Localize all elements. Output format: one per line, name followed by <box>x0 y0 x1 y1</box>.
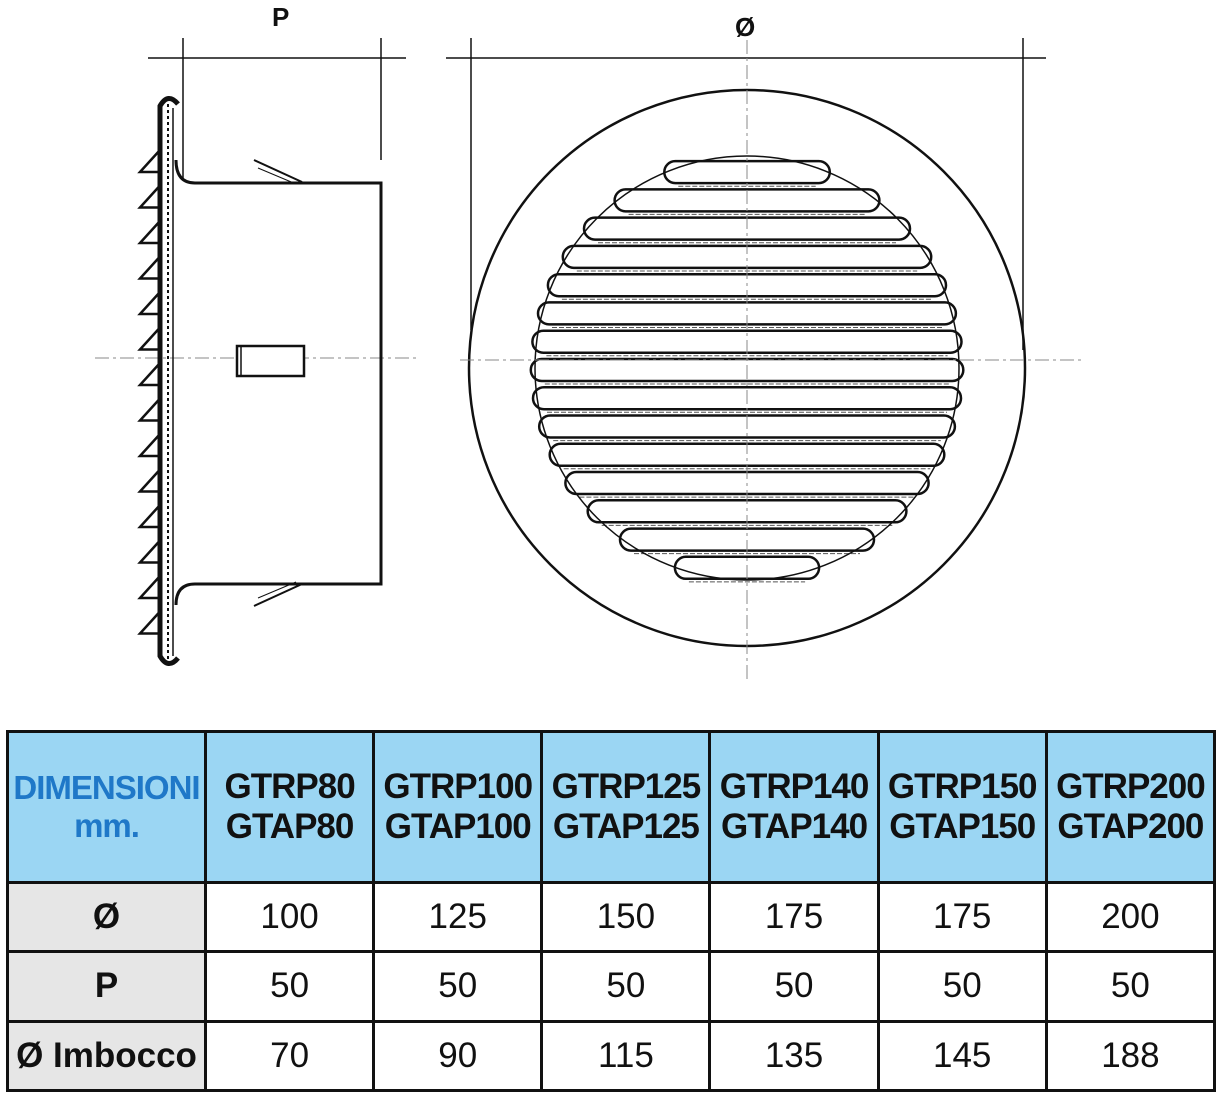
top-clip <box>253 159 303 183</box>
louver-tooth <box>137 575 161 600</box>
dimension-diameter-label: Ø <box>735 12 755 42</box>
model-code: GTRP140 <box>719 767 870 806</box>
table-cell: 135 <box>708 1019 880 1093</box>
technical-drawing: P Ø <box>95 2 1085 680</box>
model-code: GTAP150 <box>889 807 1036 846</box>
model-code: GTRP80 <box>224 767 356 806</box>
model-code: GTAP200 <box>1057 807 1204 846</box>
table-corner-cell: DIMENSIONI mm. <box>6 730 207 884</box>
louver-tooth <box>137 468 161 493</box>
table-row: Ø 100 125 150 175 175 200 <box>6 880 1217 954</box>
louver-tooth <box>137 326 161 351</box>
table-cell: 70 <box>203 1019 376 1093</box>
dimension-p-label: P <box>272 2 289 32</box>
model-code: GTAP80 <box>225 807 355 846</box>
table-cell: 125 <box>372 880 544 954</box>
louver-tooth <box>137 255 161 280</box>
table-cell: 150 <box>540 880 712 954</box>
dimensions-table: DIMENSIONI mm. GTRP80 GTAP80 GTRP100 GTA… <box>6 730 1217 1093</box>
louver-boundary <box>534 155 960 581</box>
model-code: GTRP125 <box>551 767 702 806</box>
table-cell: 188 <box>1044 1019 1217 1093</box>
bottom-clip-inner <box>257 581 297 599</box>
table-cell: 145 <box>876 1019 1048 1093</box>
louver-tooth <box>137 291 161 316</box>
flange-outline <box>157 96 180 666</box>
model-code: GTAP125 <box>552 807 700 846</box>
louver-tooth <box>137 433 161 458</box>
louver-tooth <box>137 610 161 635</box>
column-header: GTRP150 GTAP150 <box>876 730 1048 884</box>
table-cell: 50 <box>708 950 880 1023</box>
louver-tooth <box>137 362 161 387</box>
model-code: GTRP100 <box>383 767 533 806</box>
louver-teeth <box>137 149 161 635</box>
corner-label-line2: mm. <box>74 807 140 844</box>
column-header: GTRP140 GTAP140 <box>708 730 880 884</box>
table-cell: 100 <box>203 880 376 954</box>
front-view <box>446 38 1085 680</box>
table-row: Ø Imbocco 70 90 115 135 145 188 <box>6 1019 1217 1093</box>
model-code: GTRP200 <box>1056 767 1206 806</box>
top-clip-inner <box>257 167 297 185</box>
table-cell: 50 <box>540 950 712 1023</box>
model-code: GTAP100 <box>384 807 532 846</box>
corner-label-line1: DIMENSIONI <box>13 769 200 806</box>
table-cell: 175 <box>876 880 1048 954</box>
louver-tooth <box>137 504 161 529</box>
louver-tooth <box>137 220 161 245</box>
louver-tooth <box>137 539 161 564</box>
spigot-body <box>174 159 383 606</box>
table-cell: 50 <box>372 950 544 1023</box>
column-header: GTRP100 GTAP100 <box>372 730 544 884</box>
column-header: GTRP200 GTAP200 <box>1044 730 1217 884</box>
row-label: P <box>6 950 207 1023</box>
row-label: Ø <box>6 880 207 954</box>
model-code: GTRP150 <box>887 767 1038 806</box>
bottom-clip <box>253 583 303 607</box>
column-header: GTRP80 GTAP80 <box>203 730 376 884</box>
table-cell: 175 <box>708 880 880 954</box>
table-cell: 50 <box>876 950 1048 1023</box>
louver-tooth <box>137 397 161 422</box>
table-cell: 200 <box>1044 880 1217 954</box>
table-cell: 115 <box>540 1019 712 1093</box>
louver-tooth <box>137 149 161 174</box>
center-tab <box>235 344 306 378</box>
table-cell: 50 <box>1044 950 1217 1023</box>
table-cell: 90 <box>372 1019 544 1093</box>
table-cell: 50 <box>203 950 376 1023</box>
column-header: GTRP125 GTAP125 <box>540 730 712 884</box>
table-header-row: DIMENSIONI mm. GTRP80 GTAP80 GTRP100 GTA… <box>6 730 1217 884</box>
side-view <box>95 38 420 666</box>
louver-tooth <box>137 184 161 209</box>
row-label: Ø Imbocco <box>6 1019 207 1093</box>
table-row: P 50 50 50 50 50 50 <box>6 950 1217 1023</box>
model-code: GTAP140 <box>721 807 868 846</box>
